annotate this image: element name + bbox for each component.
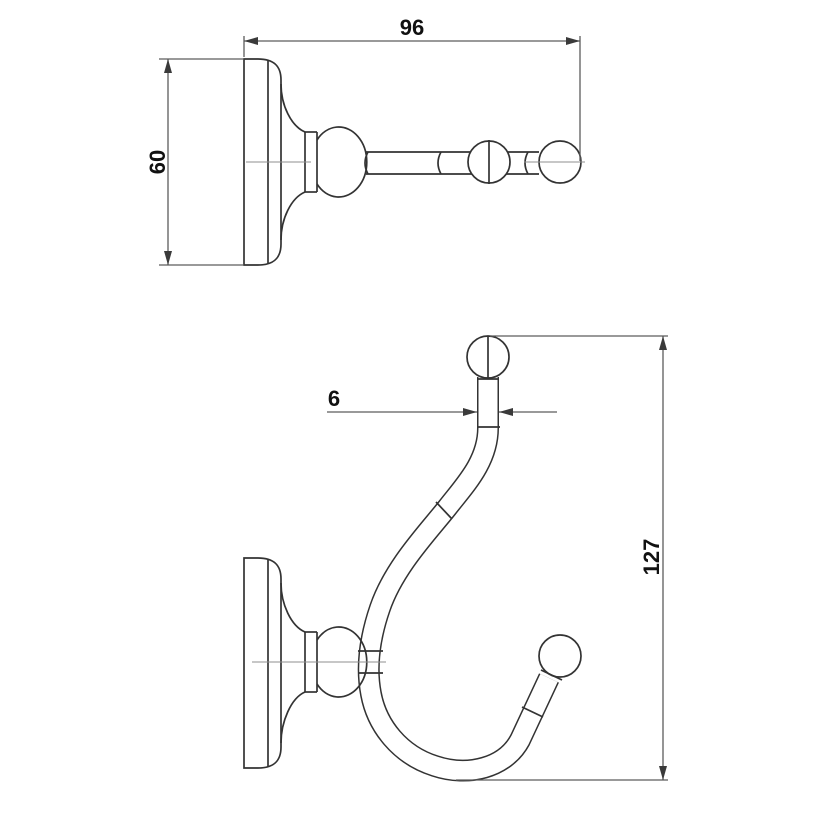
front-view-lines <box>243 335 582 769</box>
front-view <box>243 335 582 782</box>
side-view-dimensions: 96 60 <box>145 15 581 266</box>
rod-ball-fillet <box>364 151 369 175</box>
bell-bottom-curve-front <box>280 691 306 744</box>
dim-60-label: 60 <box>145 150 170 174</box>
dim-96-arrow-right <box>566 37 580 45</box>
bell-bottom-curve <box>280 191 306 241</box>
dim-6-arrow-right <box>499 408 513 416</box>
rod-joint-tick-2 <box>524 151 529 175</box>
dim-6-arrow-left <box>463 408 477 416</box>
dim-96-arrow-left <box>244 37 258 45</box>
tube-joint-tick-lower <box>521 706 544 718</box>
dim-127-arrow-top <box>659 336 667 350</box>
dim-60-arrow-bottom <box>164 251 172 265</box>
dim-96-label: 96 <box>400 15 424 40</box>
hook-end-ball <box>538 634 582 678</box>
wall-plate-profile-front <box>243 557 282 769</box>
mount-ball-arc <box>316 126 368 198</box>
dim-127-arrow-bottom <box>659 766 667 780</box>
bell-top-curve-front <box>280 582 306 633</box>
hook-end-ball-joint-line <box>540 669 563 681</box>
front-view-dimensions: 6 127 <box>327 335 668 781</box>
hook-tube-fill <box>359 377 558 781</box>
rod-joint-tick-1 <box>437 151 442 175</box>
tube-joint-tick-mid <box>435 501 453 520</box>
side-view <box>243 58 585 266</box>
dim-6-label: 6 <box>328 386 340 411</box>
bell-top-curve <box>280 83 306 133</box>
dim-127-label: 127 <box>639 539 664 576</box>
dim-60-arrow-top <box>164 59 172 73</box>
